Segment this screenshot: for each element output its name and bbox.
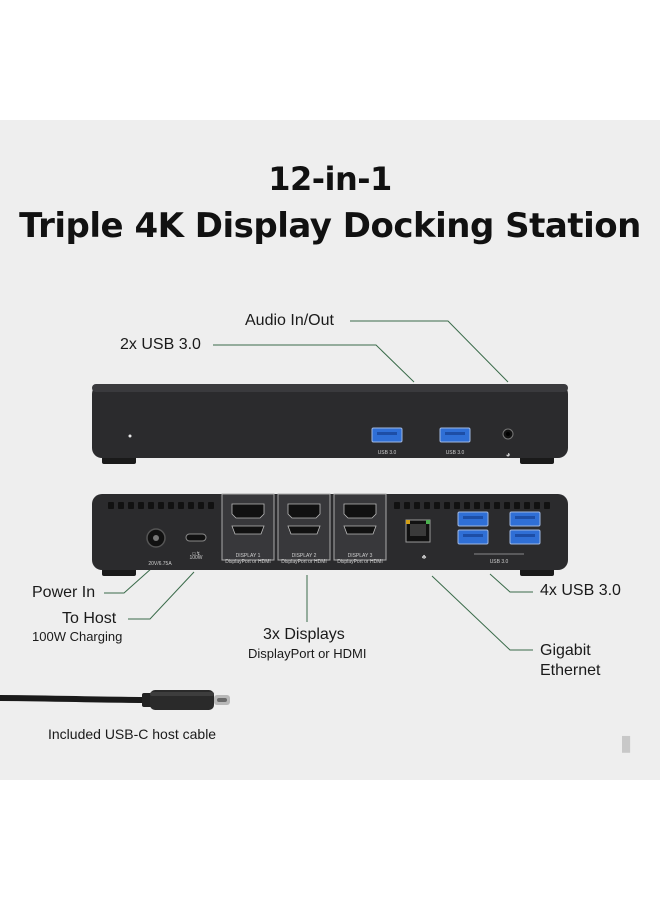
ethernet-callout-line-2: Ethernet — [540, 662, 601, 679]
display-1-label: DISPLAY 1 DisplayPort or HDMI — [222, 553, 274, 565]
display-2-label: DISPLAY 2 DisplayPort or HDMI — [278, 553, 330, 565]
displays-subtext: DisplayPort or HDMI — [248, 646, 367, 661]
power-rating-label: 20V/6.75A — [148, 561, 172, 567]
host-callout-line — [128, 571, 195, 620]
audio-callout: Audio In/Out — [245, 312, 334, 329]
rear-usb-label: USB 3.0 — [489, 559, 509, 565]
power-in-callout: Power In — [32, 584, 96, 601]
front-usb-label-1: USB 3.0 — [377, 450, 397, 456]
display-module-2 — [277, 493, 331, 561]
display-2-sub: DisplayPort or HDMI — [281, 559, 327, 565]
to-host-subtext: 100W Charging — [32, 629, 123, 644]
usbc-rating-label: 100W — [189, 555, 203, 561]
display-module-1 — [221, 493, 275, 561]
ethernet-callout-line — [431, 575, 533, 651]
product-panel: 12-in-1 Triple 4K Display Docking Statio… — [0, 120, 660, 780]
title-line-1: 12-in-1 — [268, 160, 392, 198]
display-3-sub: DisplayPort or HDMI — [337, 559, 383, 565]
display-3-label: DISPLAY 3 DisplayPort or HDMI — [334, 553, 386, 565]
dock-front-view — [92, 384, 568, 464]
usb-rear-callout: 4x USB 3.0 — [540, 582, 621, 599]
usb-connector-icon: ▮ — [619, 730, 633, 755]
network-icon: ♣ — [421, 554, 427, 561]
front-usb-label-2: USB 3.0 — [445, 450, 465, 456]
power-callout-line — [104, 567, 153, 594]
dock-rear-view — [92, 493, 568, 576]
display-1-sub: DisplayPort or HDMI — [225, 559, 271, 565]
callout-lines — [104, 320, 533, 651]
ethernet-callout-line-1: Gigabit — [540, 642, 591, 659]
to-host-callout: To Host — [62, 610, 117, 627]
usb-front-callout-line — [213, 344, 415, 383]
displays-callout: 3x Displays — [263, 626, 345, 643]
display-3-name: DISPLAY 3 — [347, 553, 373, 559]
cable-caption: Included USB-C host cable — [48, 726, 217, 742]
usbc-cable-image — [0, 690, 230, 710]
title-line-2: Triple 4K Display Docking Station — [19, 206, 641, 246]
usbc-host-port — [185, 533, 207, 542]
display-2-name: DISPLAY 2 — [291, 553, 317, 559]
usb-front-callout: 2x USB 3.0 — [120, 336, 201, 353]
rear-usb-ports — [457, 511, 541, 555]
headset-icon: ◕ — [505, 450, 511, 459]
display-module-3 — [333, 493, 387, 561]
usb-rear-callout-line — [489, 573, 533, 593]
audio-callout-line — [350, 320, 509, 383]
display-1-name: DISPLAY 1 — [235, 553, 261, 559]
laptop-icon: ▭↯ — [191, 551, 201, 557]
